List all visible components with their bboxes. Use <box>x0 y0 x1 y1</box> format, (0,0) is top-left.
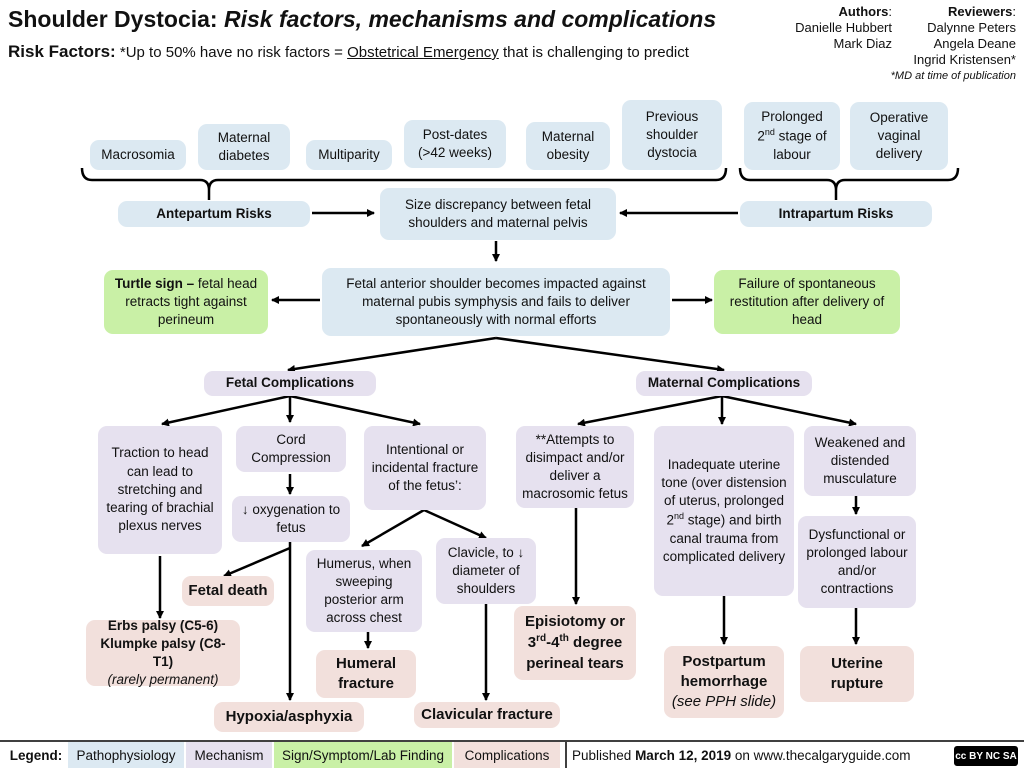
humeral-fracture: Humeral fracture <box>316 650 416 698</box>
author-name: Danielle Hubbert <box>795 20 892 35</box>
legend-sign-symptom: Sign/Symptom/Lab Finding <box>274 742 452 768</box>
factor-operative-delivery: Operative vaginal delivery <box>850 102 948 170</box>
title-main: Shoulder Dystocia: <box>8 6 218 32</box>
decreased-oxygenation: ↓ oxygenation to fetus <box>232 496 350 542</box>
postpartum-hemorrhage: Postpartum hemorrhage(see PPH slide) <box>664 646 784 718</box>
episiotomy-perineal-tears: Episiotomy or 3rd-4th degree perineal te… <box>514 606 636 680</box>
clavicular-fracture: Clavicular fracture <box>414 702 560 728</box>
uterine-rupture: Uterine rupture <box>800 646 914 702</box>
factor-multiparity: Multiparity <box>306 140 392 170</box>
risk-factor-post: that is challenging to predict <box>502 44 689 61</box>
brachial-plexus-palsy: Erbs palsy (C5-6)Klumpke palsy (C8-T1)(r… <box>86 618 240 687</box>
maternal-complications: Maternal Complications <box>636 371 812 396</box>
factor-macrosomia: Macrosomia <box>90 140 186 170</box>
factor-previous-dystocia: Previous shoulder dystocia <box>622 100 722 170</box>
reviewer-name: Dalynne Peters <box>927 20 1016 35</box>
size-discrepancy: Size discrepancy between fetal shoulders… <box>380 188 616 240</box>
intrapartum-brace <box>738 167 960 191</box>
legend-mechanism: Mechanism <box>186 742 272 768</box>
cc-license-badge: cc BY NC SA <box>954 746 1018 766</box>
cord-compression: Cord Compression <box>236 426 346 472</box>
intrapartum-risks: Intrapartum Risks <box>740 201 932 227</box>
reviewer-name: Ingrid Kristensen* <box>913 52 1016 67</box>
factor-maternal-obesity: Maternal obesity <box>526 122 610 170</box>
authors-label: Authors <box>838 4 889 19</box>
fetal-death: Fetal death <box>182 576 274 606</box>
failure-of-restitution: Failure of spontaneous restitution after… <box>714 270 900 334</box>
reviewers-block: Reviewers: Dalynne Peters Angela Deane I… <box>890 4 1016 68</box>
published-note: Published March 12, 2019 on www.thecalga… <box>572 747 911 763</box>
hypoxia-asphyxia: Hypoxia/asphyxia <box>214 702 364 732</box>
antepartum-brace <box>80 167 728 191</box>
reviewers-label: Reviewers <box>948 4 1013 19</box>
legend-complications: Complications <box>454 742 560 768</box>
inadequate-uterine-tone: Inadequate uterine tone (over distension… <box>654 426 794 596</box>
obstetrical-emergency-text: Obstetrical Emergency <box>347 44 499 61</box>
weakened-musculature: Weakened and distended musculature <box>804 426 916 496</box>
shoulder-impaction: Fetal anterior shoulder becomes impacted… <box>322 268 670 336</box>
antepartum-risks: Antepartum Risks <box>118 201 310 227</box>
factor-post-dates: Post-dates (>42 weeks) <box>404 120 506 168</box>
humerus-mechanism: Humerus, when sweeping posterior arm acr… <box>306 550 422 632</box>
legend-label: Legend: <box>9 747 63 763</box>
reviewer-name: Angela Deane <box>933 36 1016 51</box>
disimpaction-attempts: **Attempts to disimpact and/or deliver a… <box>516 426 634 508</box>
turtle-sign: Turtle sign – fetal head retracts tight … <box>104 270 268 334</box>
fetal-complications: Fetal Complications <box>204 371 376 396</box>
risk-factor-line: Risk Factors: *Up to 50% have no risk fa… <box>8 42 689 62</box>
legend-pathophysiology: Pathophysiology <box>68 742 184 768</box>
clavicle-mechanism: Clavicle, to ↓ diameter of shoulders <box>436 538 536 604</box>
risk-factor-label: Risk Factors: <box>8 42 116 61</box>
factor-maternal-diabetes: Maternal diabetes <box>198 124 290 170</box>
author-name: Mark Diaz <box>833 36 892 51</box>
page-title: Shoulder Dystocia: Risk factors, mechani… <box>8 6 716 33</box>
risk-factor-pre: *Up to 50% have no risk factors = <box>119 44 343 61</box>
title-sub: Risk factors, mechanisms and complicatio… <box>224 6 717 32</box>
authors-block: Authors: Danielle Hubbert Mark Diaz <box>770 4 892 52</box>
traction-to-head: Traction to head can lead to stretching … <box>98 426 222 554</box>
intentional-fracture: Intentional or incidental fracture of th… <box>364 426 486 510</box>
dysfunctional-labour: Dysfunctional or prolonged labour and/or… <box>798 516 916 608</box>
publication-note: *MD at time of publication <box>890 70 1016 82</box>
